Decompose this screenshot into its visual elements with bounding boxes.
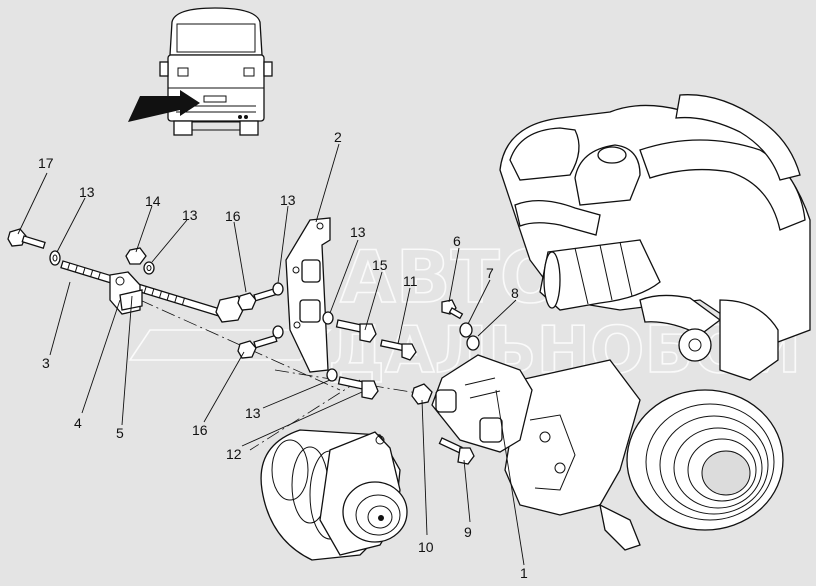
- bolt-16-lower: [237, 334, 278, 359]
- callout-17: 17: [38, 155, 54, 171]
- callout-7: 7: [486, 265, 494, 281]
- spacer-sleeve: [215, 295, 245, 323]
- bolt-11: [379, 339, 417, 361]
- leader-lines: [17, 143, 525, 566]
- bolt-15: [335, 319, 377, 343]
- callout-2: 2: [334, 129, 342, 145]
- callout-13-d: 13: [350, 224, 366, 240]
- mounting-bracket-1: [431, 354, 533, 453]
- adjusting-bolt: [60, 260, 227, 319]
- washer-13-b: [143, 261, 155, 275]
- bracket-2: [285, 217, 331, 373]
- callout-9: 9: [464, 524, 472, 540]
- tension-block: [109, 271, 143, 315]
- callout-16-b: 16: [192, 422, 208, 438]
- bolt-17: [7, 228, 46, 249]
- washer-8: [466, 335, 480, 351]
- callout-15: 15: [372, 257, 388, 273]
- callout-11: 11: [403, 273, 418, 289]
- callout-1: 1: [520, 565, 528, 581]
- callout-13-c: 13: [280, 192, 296, 208]
- callout-10: 10: [418, 539, 434, 555]
- bolt-16-upper: [237, 287, 278, 311]
- callout-6: 6: [453, 233, 461, 249]
- callout-16-a: 16: [225, 208, 241, 224]
- bolt-12: [337, 376, 379, 400]
- alternator: [260, 429, 408, 561]
- callout-13-a: 13: [79, 184, 95, 200]
- callout-3: 3: [42, 355, 50, 371]
- nut-14: [125, 247, 147, 265]
- nut-10: [411, 383, 433, 405]
- bolt-9: [438, 437, 475, 465]
- washer-13-c: [272, 282, 284, 296]
- callout-13-e: 13: [245, 405, 261, 421]
- callout-14: 14: [145, 193, 161, 209]
- callout-5: 5: [116, 425, 124, 441]
- crankshaft-pulley: [626, 389, 784, 531]
- truck-location-thumbnail: [128, 7, 273, 136]
- callout-8: 8: [511, 285, 519, 301]
- washer-13-left: [49, 250, 61, 266]
- callout-labels: 17 13 14 13 16 13 2 13 15 11 6 7 8 3 4 5…: [38, 129, 528, 581]
- callout-4: 4: [74, 415, 82, 431]
- callout-13-b: 13: [182, 207, 198, 223]
- washer-13-d: [322, 311, 334, 325]
- engine-block: [499, 94, 811, 551]
- callout-12: 12: [226, 446, 242, 462]
- washer-7: [459, 322, 473, 338]
- bolt-6: [441, 299, 464, 320]
- washer-13-f: [326, 368, 338, 382]
- washer-13-e: [272, 325, 284, 339]
- location-arrow: [128, 90, 200, 122]
